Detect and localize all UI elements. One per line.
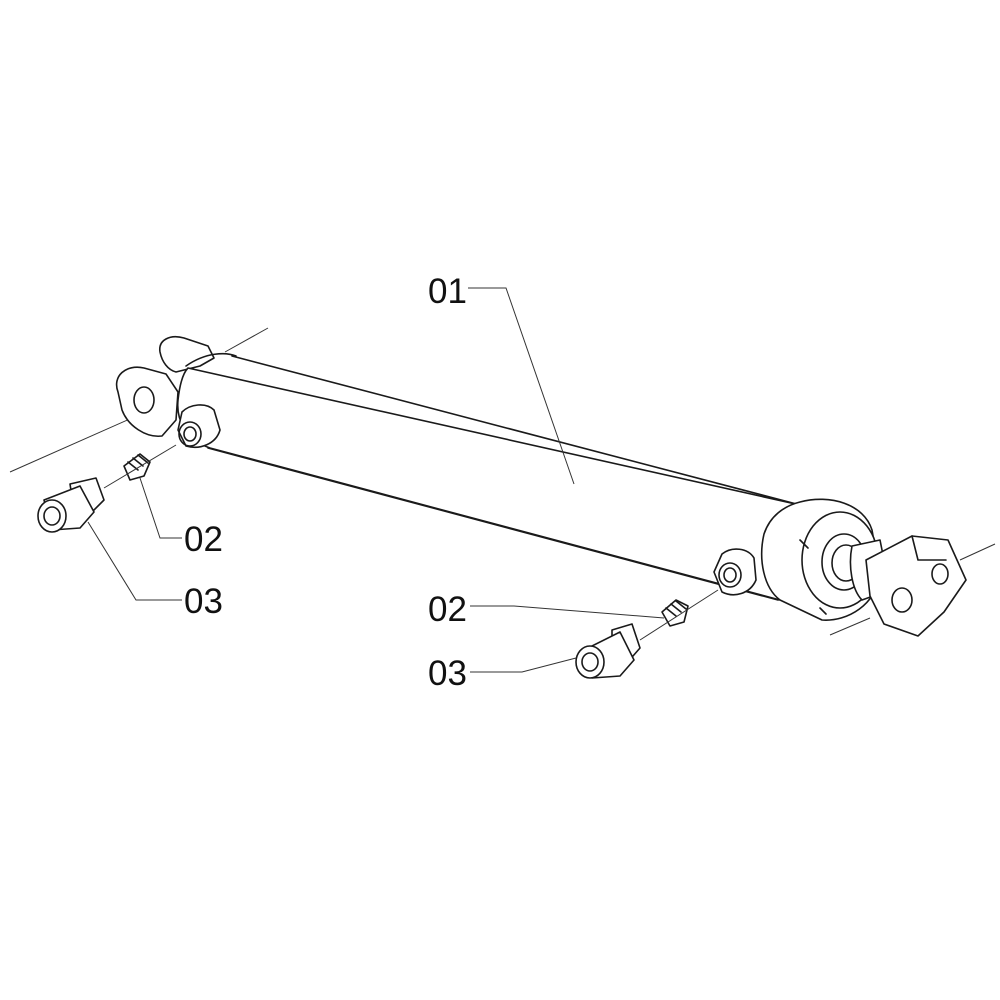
leader-01 [468,287,575,485]
rear-clevis-hole [133,386,155,414]
callout-03-right: 03 [428,654,467,693]
leader-02-left [139,477,182,539]
callout-02-left: 02 [184,520,223,559]
plug-right [661,599,689,627]
plug-left [123,453,151,481]
leader-03-right [470,657,577,673]
center-lines [9,327,996,636]
callout-03-left: 03 [184,582,223,621]
rod-end-clevis [865,535,967,637]
leader-02-right [470,605,665,619]
port-line-left [103,444,177,489]
fitting-right [575,623,641,679]
leader-03-left [87,521,182,601]
rod-clevis-hole-back [931,563,949,585]
port-line-right [639,589,719,641]
rear-clevis-upper-ear [159,336,215,373]
fitting-left [37,477,105,533]
hydraulic-cylinder [115,336,967,637]
callout-02-right: 02 [428,590,467,629]
rod-clevis-hole-front [891,587,913,613]
rear-clevis-lower-ear [115,366,179,437]
cylinder-barrel [176,367,801,601]
leader-lines [87,287,719,673]
callout-01: 01 [428,272,467,311]
